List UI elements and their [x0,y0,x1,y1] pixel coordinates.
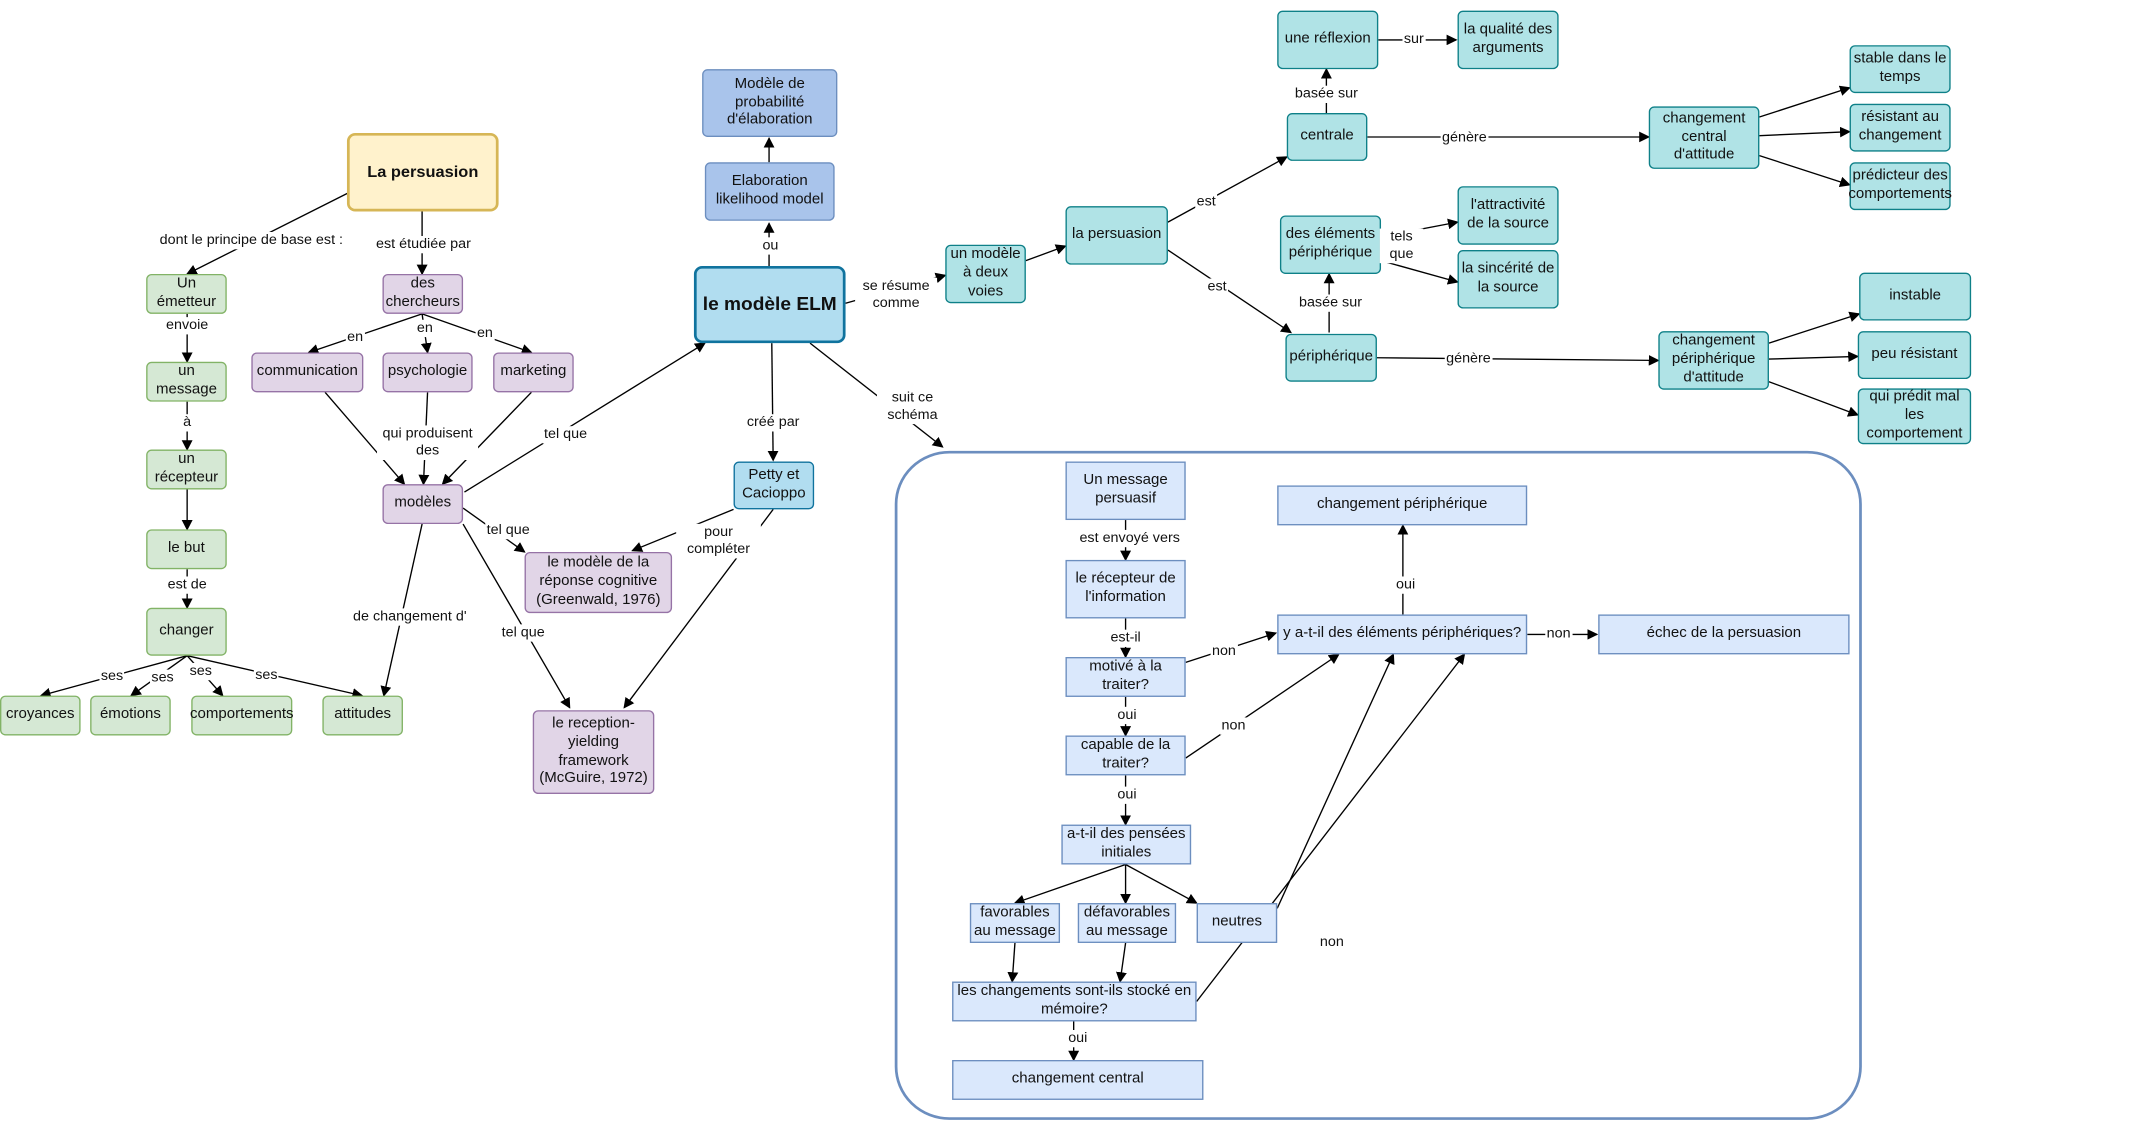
but-node[interactable]: le but [146,529,227,570]
edge-label-ou: ou [761,237,780,255]
neutres-box[interactable]: neutres [1196,903,1278,943]
attitudes-node[interactable]: attitudes [322,695,403,736]
croyances-node[interactable]: croyances [0,695,81,736]
qualite-arguments-node[interactable]: la qualité des arguments [1457,10,1559,70]
resistant-node[interactable]: résistant au changement [1849,103,1951,152]
reflexion-node[interactable]: une réflexion [1277,10,1379,70]
echec-persuasion-box[interactable]: échec de la persuasion [1598,614,1850,655]
peu-resistant-node[interactable]: peu résistant [1857,331,1972,380]
edge-label-en-1: en [345,329,365,347]
edge-label-est-il: est-il [1109,629,1143,648]
elm-schema-frame [894,450,1862,1120]
edge-label-non-2: non [1220,717,1247,735]
persuasion-node[interactable]: La persuasion [346,133,499,212]
edge-label-non-3: non [1318,934,1346,952]
edge-label-oui-2: oui [1116,786,1138,805]
edge-label-tels-que: tels que [1379,228,1424,264]
edge-label-est-de: est de [166,576,209,594]
edge-label-ses-2: ses [150,669,176,688]
edge-label-qui-produisent: qui produisent des [377,425,479,461]
edge-label-ses-3: ses [188,662,214,681]
deux-voies-node[interactable]: un modèle à deux voies [945,244,1026,304]
edge-label-est-2: est [1206,278,1229,297]
edge-label-envoie: envoie [164,317,210,335]
edge-label-basee-sur-2: basée sur [1297,294,1364,312]
petty-cacioppo-node[interactable]: Petty et Cacioppo [733,461,815,510]
elm-node[interactable]: le modèle ELM [693,266,846,344]
edge-label-tel-que-3: tel que [500,624,547,642]
edge-label-oui-4: oui [1394,576,1417,594]
changement-central-box[interactable]: changement central [952,1060,1204,1100]
emetteur-node[interactable]: Un émetteur [146,273,227,314]
edge-label-oui-1: oui [1116,706,1138,725]
edge-label-principe: dont le principe de base est : [158,232,345,250]
reception-yielding-node[interactable]: le reception-yielding framework (McGuire… [532,710,655,795]
edge-label-a: à [181,414,193,432]
edge-label-en-3: en [475,325,495,343]
edge-label-se-resume: se résume comme [855,277,938,313]
recepteur-node[interactable]: un récepteur [146,449,227,490]
edge-label-sur: sur [1402,31,1426,49]
communication-node[interactable]: communication [251,352,364,393]
defavorables-box[interactable]: défavorables au message [1077,903,1177,943]
message-persuasif-box[interactable]: Un message persuasif [1065,461,1186,521]
peripherique-node[interactable]: périphérique [1285,333,1377,382]
predicteur-node[interactable]: prédicteur des comportements [1848,162,1952,211]
edge-label-est-envoye: est envoyé vers [1078,529,1182,548]
edge-label-genere-1: génère [1440,129,1489,148]
edge-label-tel-que-1: tel que [542,426,589,444]
edge-label-basee-sur-1: basée sur [1293,85,1360,104]
recepteur-information-box[interactable]: le récepteur de l'information [1065,559,1186,619]
comportements-node[interactable]: comportements [190,695,294,736]
emotions-node[interactable]: émotions [90,695,171,736]
message-node[interactable]: un message [146,361,227,402]
edge-label-non-4: non [1545,625,1572,644]
edge-label-de-changement: de changement d' [346,608,473,626]
centrale-node[interactable]: centrale [1286,113,1368,161]
edge-label-genere-2: génère [1444,350,1493,368]
instable-node[interactable]: instable [1859,272,1972,321]
motive-box[interactable]: motivé à la traiter? [1065,657,1186,697]
sincerite-node[interactable]: la sincérité de la source [1457,250,1559,309]
elements-peripheriques-question-box[interactable]: y a-t-il des éléments périphériques? [1277,614,1528,655]
la-persuasion-node[interactable]: la persuasion [1065,206,1168,265]
elements-peripherique-node[interactable]: des éléments périphérique [1279,215,1382,274]
edge-label-oui-3: oui [1066,1030,1089,1048]
psychologie-node[interactable]: psychologie [382,352,473,393]
edge-label-est-1: est [1195,193,1218,211]
predit-mal-node[interactable]: qui prédit mal les comportement [1857,388,1972,445]
favorables-box[interactable]: favorables au message [969,903,1061,943]
edge-label-en-2: en [415,319,435,338]
edge-label-cree-par: créé par [745,414,801,432]
stocke-memoire-box[interactable]: les changements sont-ils stocké en mémoi… [952,981,1197,1022]
edge-label-suit-schema: suit ce schéma [876,389,949,425]
stable-node[interactable]: stable dans le temps [1849,45,1951,94]
edge-label-non-1: non [1210,642,1238,661]
changement-central-attitude-node[interactable]: changement central d'attitude [1648,106,1760,169]
edge-label-est-etudiee: est étudiée par [374,235,473,254]
edge-label-tel-que-2: tel que [485,521,532,540]
marketing-node[interactable]: marketing [493,352,574,393]
elaboration-likelihood-node[interactable]: Elaboration likelihood model [704,162,835,221]
changement-peripherique-box[interactable]: changement périphérique [1277,485,1528,526]
chercheurs-node[interactable]: des chercheurs [382,273,464,314]
edge-label-pour-completer: pour compléter [676,523,761,559]
modeles-node[interactable]: modèles [382,484,464,525]
modele-probabilite-node[interactable]: Modèle de probabilité d'élaboration [702,69,838,137]
edge-label-ses-4: ses [253,666,279,685]
pensees-initiales-box[interactable]: a-t-il des pensées initiales [1061,824,1192,865]
reponse-cognitive-node[interactable]: le modèle de la réponse cognitive (Green… [524,551,673,614]
changement-peripherique-attitude-node[interactable]: changement périphérique d'attitude [1658,331,1769,390]
attractivite-node[interactable]: l'attractivité de la source [1457,186,1559,245]
changer-node[interactable]: changer [146,607,227,656]
capable-box[interactable]: capable de la traiter? [1065,735,1186,776]
edge-label-ses-1: ses [99,668,125,686]
